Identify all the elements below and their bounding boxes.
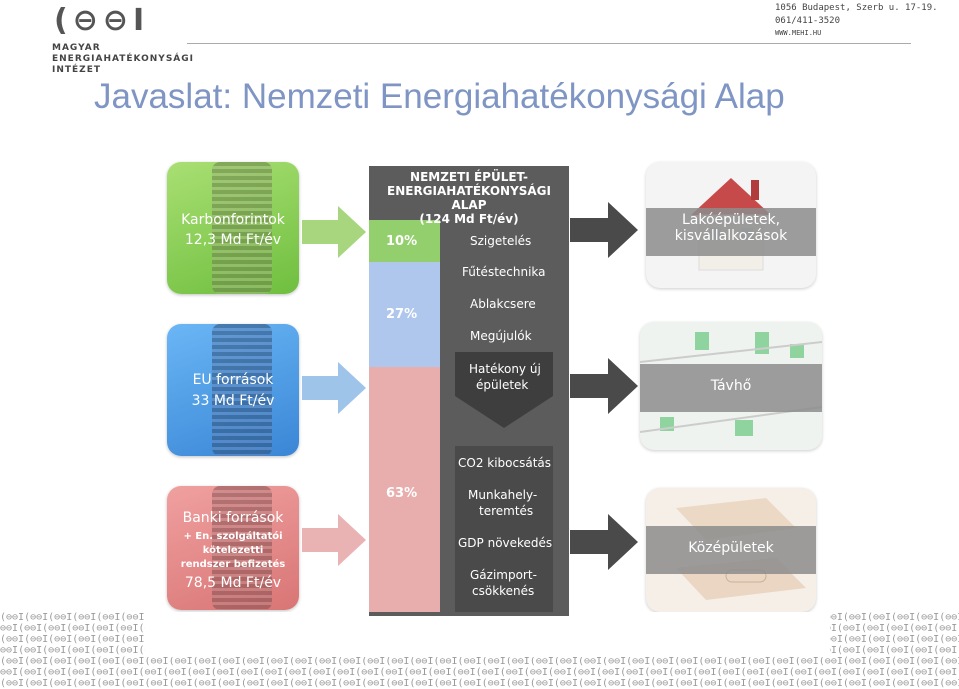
measure-windows: Ablakcsere	[470, 297, 536, 311]
target-label-district-heating: Távhő	[640, 364, 822, 412]
source-sub-bank-2: kötelezetti	[202, 545, 264, 556]
segment-10	[369, 220, 440, 262]
source-tile-bank	[167, 486, 299, 610]
down-arrow-new-buildings	[455, 352, 553, 428]
org-name-line-3: INTÉZET	[52, 65, 101, 75]
source-sub-bank-1: + En. szolgáltatói	[183, 531, 283, 542]
new-buildings-label-2: épületek	[476, 378, 529, 392]
outcome-jobs-1: Munkahely-	[468, 488, 538, 502]
target-label-residential-1: Lakóépületek,	[681, 212, 781, 228]
target-label-residential-2: kisvállalkozások	[674, 228, 788, 244]
source-amount-bank: 78,5 Md Ft/év	[184, 575, 282, 591]
outcome-gas-2: csökkenés	[472, 584, 535, 598]
header-rule	[187, 43, 911, 44]
footer-white-area	[145, 612, 830, 657]
address-line-1: 1056 Budapest, Szerb u. 17-19.	[775, 3, 938, 13]
fund-title: NEMZETI ÉPÜLET- ENERGIAHATÉKONYSÁGI ALAP…	[369, 170, 569, 226]
outcomes-box	[455, 446, 553, 616]
measure-heating: Fűtéstechnika	[462, 265, 546, 279]
footer-logo-pattern: (⊖⊖I(⊖⊖I(⊖⊖I(⊖⊖I(⊖⊖I(⊖⊖I(⊖⊖I(⊖⊖I(⊖⊖I(⊖⊖I…	[0, 612, 959, 689]
fund-title-line-2: ENERGIAHATÉKONYSÁGI ALAP	[387, 184, 551, 212]
source-label-bank: Banki források	[182, 510, 284, 526]
org-name-line-2: ENERGIAHATÉKONYSÁGI	[52, 54, 194, 64]
fund-title-line-1: NEMZETI ÉPÜLET-	[410, 170, 528, 184]
footer-pattern-row: (⊖⊖I(⊖⊖I(⊖⊖I(⊖⊖I(⊖⊖I(⊖⊖I(⊖⊖I(⊖⊖I(⊖⊖I(⊖⊖I…	[0, 667, 959, 678]
address-line-2: 061/411-3520	[775, 16, 841, 26]
footer-pattern-row: (⊖⊖I(⊖⊖I(⊖⊖I(⊖⊖I(⊖⊖I(⊖⊖I(⊖⊖I(⊖⊖I(⊖⊖I(⊖⊖I…	[0, 656, 959, 667]
target-label-district-heating-1: Távhő	[710, 378, 752, 394]
page-title: Javaslat: Nemzeti Energiahatékonysági Al…	[94, 77, 785, 116]
address-line-3: WWW.MEHI.HU	[775, 29, 822, 37]
outcome-gas-1: Gázimport-	[470, 568, 537, 582]
arrow-bank-to-fund	[302, 514, 366, 566]
source-tile-carbon	[167, 162, 299, 294]
coin-stack-image	[212, 162, 272, 294]
measure-insulation: Szigetelés	[470, 234, 532, 248]
footer-pattern-row: (⊖⊖I(⊖⊖I(⊖⊖I(⊖⊖I(⊖⊖I(⊖⊖I(⊖⊖I(⊖⊖I(⊖⊖I(⊖⊖I…	[0, 678, 959, 689]
source-label-carbon-2: 12,3 Md Ft/év	[184, 232, 282, 248]
source-sub-bank-3: rendszer befizetés	[180, 559, 286, 570]
arrow-carbon-to-fund	[302, 206, 366, 258]
measure-renewables: Megújulók	[470, 329, 532, 343]
segment-63	[369, 367, 440, 616]
fund-title-line-3: (124 Md Ft/év)	[419, 212, 519, 226]
new-buildings-label-1: Hatékony új	[469, 362, 541, 376]
source-label-eu-2: 33 Md Ft/év	[191, 393, 275, 409]
center-column-footer-cover	[369, 612, 569, 616]
coin-stack-image	[212, 324, 272, 456]
coin-stack-image	[212, 486, 272, 610]
target-label-residential: Lakóépületek, kisvállalkozások	[646, 208, 816, 256]
outcome-gdp: GDP növekedés	[458, 536, 553, 550]
source-label-carbon-1: Karbonforintok	[181, 212, 285, 228]
pct-63: 63%	[386, 486, 418, 501]
pct-10: 10%	[386, 234, 418, 249]
target-label-public-1: Középületek	[688, 540, 774, 556]
arrow-fund-to-public	[570, 514, 638, 570]
arrow-fund-to-residential	[570, 202, 638, 258]
target-label-public: Középületek	[646, 526, 816, 574]
arrow-fund-to-district-heating	[570, 358, 638, 414]
segment-27	[369, 262, 440, 367]
source-label-eu-1: EU források	[192, 372, 274, 388]
mehi-logo: (⊖⊖I	[54, 3, 150, 38]
outcome-co2: CO2 kibocsátás	[458, 456, 552, 470]
org-name-line-1: MAGYAR	[52, 43, 101, 53]
source-tile-eu	[167, 324, 299, 456]
outcome-jobs-2: teremtés	[479, 504, 534, 518]
arrow-eu-to-fund	[302, 362, 366, 414]
pct-27: 27%	[386, 307, 418, 322]
